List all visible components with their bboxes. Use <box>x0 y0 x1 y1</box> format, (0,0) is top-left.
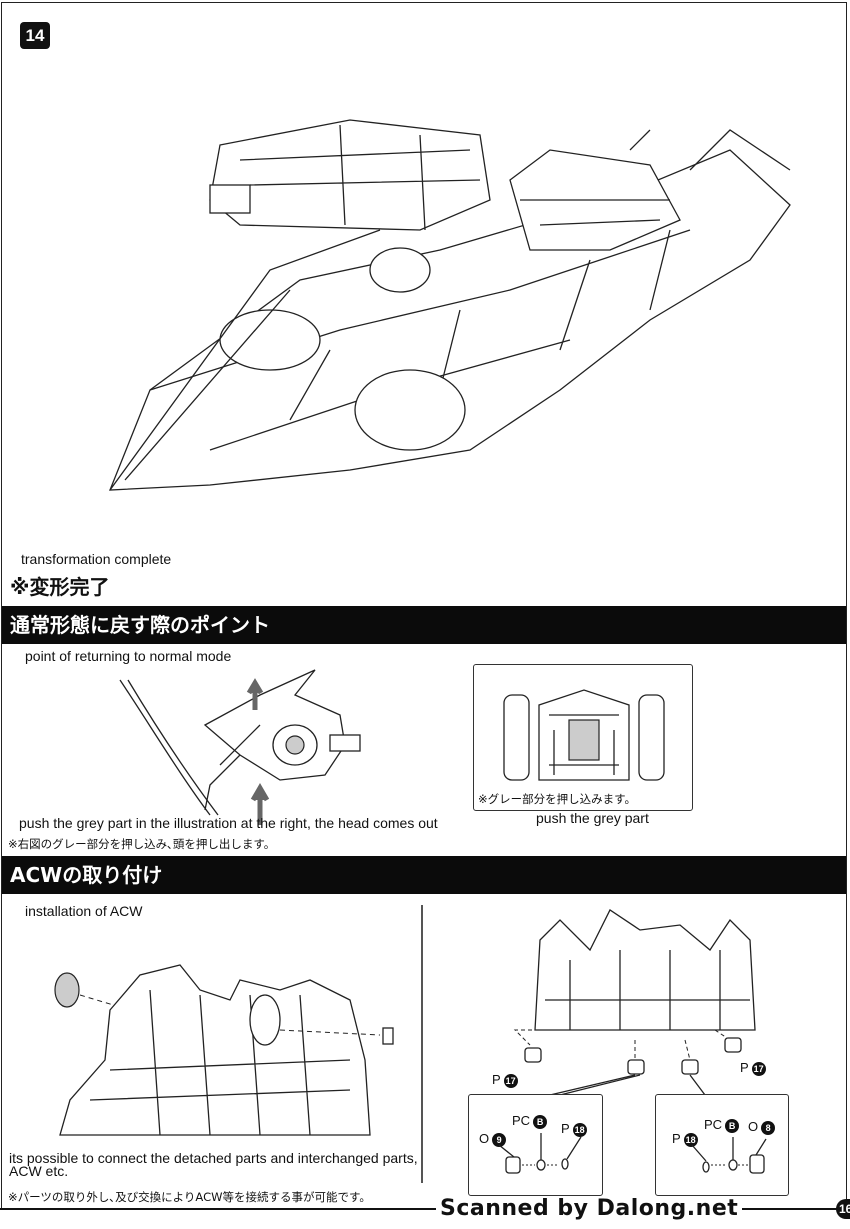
transformed-mecha-illustration <box>109 119 791 491</box>
push-grey-part-caption: push the grey part in the illustration a… <box>19 815 438 831</box>
push-grey-part-short-caption: push the grey part <box>536 810 649 826</box>
scan-credit: Scanned by Dalong.net <box>436 1196 743 1221</box>
return-mode-subtitle: point of returning to normal mode <box>25 648 232 664</box>
acw-attachment-illustration <box>54 964 394 1136</box>
parts-assembly-right <box>691 1137 767 1174</box>
parts-assembly-left <box>498 1133 582 1174</box>
head-push-illustration <box>119 669 361 825</box>
acw-caption-jp: ※パーツの取り外し､及び交換によりACW等を接続する事が可能です。 <box>8 1190 371 1204</box>
grey-part-detail-box: ※グレー部分を押し込みます。 <box>473 664 693 811</box>
transformation-complete-caption: transformation complete <box>21 551 172 567</box>
acw-parts-illustration <box>513 909 756 1096</box>
section-header-acw-installation: ACWの取り付け <box>2 856 846 894</box>
footer-rule <box>0 1208 840 1210</box>
grey-part-illustration <box>503 689 665 781</box>
column-divider <box>421 905 423 1183</box>
transformation-complete-jp: ※変形完了 <box>10 575 110 599</box>
step-number-badge: 14 <box>20 22 50 49</box>
acw-caption: its possible to connect the detached par… <box>9 1150 418 1179</box>
grey-part-note-jp: ※グレー部分を押し込みます。 <box>478 792 636 806</box>
acw-subtitle: installation of ACW <box>25 903 143 919</box>
page-number: 16 <box>836 1199 850 1219</box>
page-frame <box>1 2 847 1208</box>
push-grey-part-caption-jp: ※右図のグレー部分を押し込み､頭を押し出します。 <box>8 837 276 851</box>
section-header-return-normal-mode: 通常形態に戻す際のポイント <box>2 606 846 644</box>
